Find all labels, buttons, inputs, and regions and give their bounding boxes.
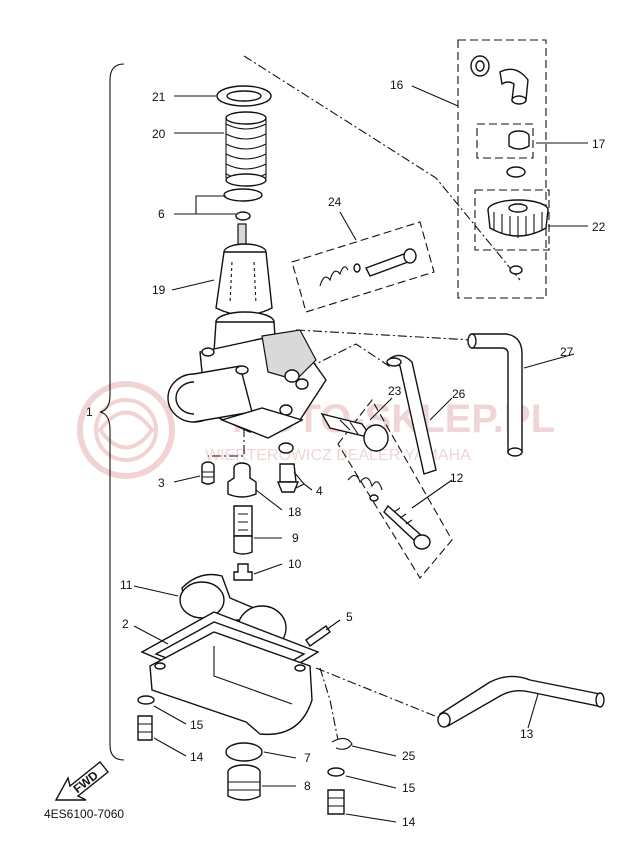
callout-9: 9 xyxy=(292,531,299,545)
callout-25: 25 xyxy=(402,749,416,763)
callout-15a: 15 xyxy=(190,718,204,732)
part-6-plate-and-clip xyxy=(223,188,263,221)
callout-11: 11 xyxy=(120,578,133,592)
guide-lines xyxy=(208,55,521,741)
part-22-adjuster-nut xyxy=(487,199,549,275)
callout-numbers: 21 20 6 19 24 16 17 22 27 23 26 12 1 3 4… xyxy=(86,78,606,829)
callout-20: 20 xyxy=(152,127,166,141)
hose-27 xyxy=(467,333,523,457)
part-17-valve xyxy=(506,130,530,178)
part-16-fitting xyxy=(470,55,529,105)
callout-15b: 15 xyxy=(402,781,416,795)
callout-1: 1 xyxy=(86,405,93,419)
part-19-throttle-valve xyxy=(215,223,273,316)
callout-8: 8 xyxy=(304,779,311,793)
float-bowl xyxy=(149,631,313,736)
callout-7: 7 xyxy=(304,751,311,765)
part-15-washer-b xyxy=(327,767,345,777)
callout-14a: 14 xyxy=(190,750,204,764)
callout-6: 6 xyxy=(158,207,165,221)
callout-12: 12 xyxy=(450,471,464,485)
kit-box-17 xyxy=(476,123,534,159)
watermark-tagline: WIERTEROWICZ DEALER YAMAHA xyxy=(205,447,471,464)
part-9-main-jet-holder xyxy=(233,505,253,555)
throttle-stop-screw xyxy=(279,369,309,416)
hose-26 xyxy=(386,354,437,475)
part-24-starter-plunger xyxy=(319,248,417,287)
fwd-arrow-icon: FWD xyxy=(54,761,109,801)
part-5-float-pin xyxy=(305,625,331,647)
carburetor-body xyxy=(167,311,327,439)
callout-17: 17 xyxy=(592,137,606,151)
kit-box-24 xyxy=(291,221,435,313)
part-11-float xyxy=(179,573,287,651)
part-21-cap-gasket xyxy=(216,85,272,107)
callout-16: 16 xyxy=(390,78,404,92)
callout-2: 2 xyxy=(122,617,129,631)
callout-21: 21 xyxy=(152,90,166,104)
diagram-code: 4ES6100-7060 xyxy=(44,807,124,821)
callout-27: 27 xyxy=(560,345,574,359)
part-8-drain-plug xyxy=(227,764,261,801)
kit-box-22 xyxy=(474,189,550,251)
part-4-jet-holder xyxy=(276,442,300,493)
callout-26: 26 xyxy=(452,387,466,401)
part-14-screw-a xyxy=(137,715,153,741)
callout-13: 13 xyxy=(520,727,534,741)
callout-19: 19 xyxy=(152,283,166,297)
part-15-washer-a xyxy=(137,695,155,705)
part-7-o-ring xyxy=(225,742,263,762)
watermark: MOTO-SKLEP.PL WIERTEROWICZ DEALER YAMAHA xyxy=(77,381,555,479)
callout-22: 22 xyxy=(592,220,606,234)
part-14-screw-b xyxy=(327,789,345,815)
callout-14b: 14 xyxy=(402,815,416,829)
part-12-pilot-screw-set xyxy=(347,474,431,550)
callout-5: 5 xyxy=(346,610,353,624)
part-3-pilot-jet xyxy=(201,461,215,485)
callout-4: 4 xyxy=(316,484,323,498)
assembly-bracket xyxy=(99,63,125,761)
part-25-clip xyxy=(331,737,353,750)
callout-18: 18 xyxy=(288,505,302,519)
callout-23: 23 xyxy=(388,384,402,398)
part-23-starter-knob xyxy=(320,412,389,452)
leader-lines xyxy=(133,85,588,823)
callout-10: 10 xyxy=(288,557,302,571)
part-20-spring xyxy=(225,111,267,187)
kit-box-16 xyxy=(457,39,547,299)
kit-box-12 xyxy=(337,399,453,579)
part-18-needle-jet-holder xyxy=(227,462,257,498)
part-10-main-jet xyxy=(233,563,253,581)
callout-3: 3 xyxy=(158,476,165,490)
callout-24: 24 xyxy=(328,195,342,209)
hose-13 xyxy=(437,675,605,728)
